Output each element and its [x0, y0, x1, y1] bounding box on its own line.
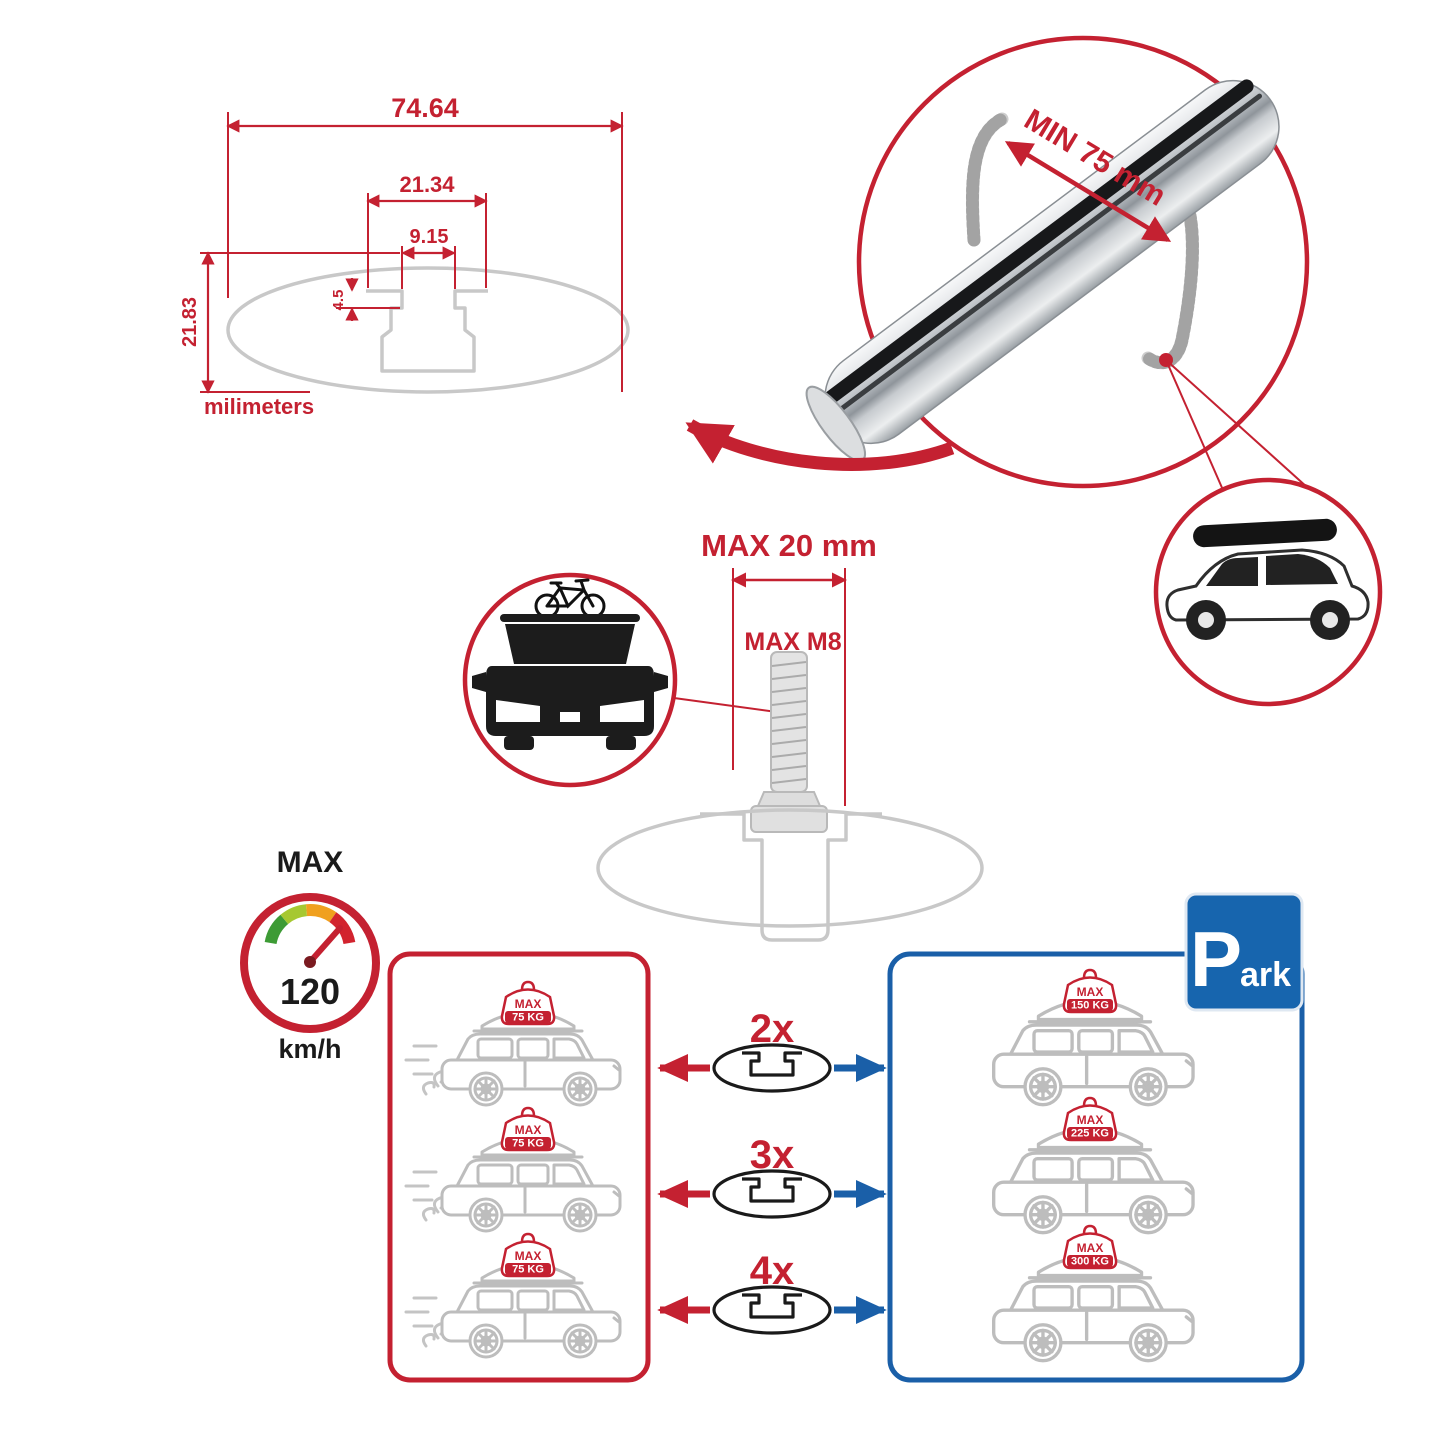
- roof-load-badge: MAX 300 KG: [1062, 1224, 1118, 1270]
- badge-load-label: 225 KG: [1071, 1128, 1109, 1140]
- badge-max-label: MAX: [1077, 1113, 1104, 1127]
- clamp-rod-left: [965, 112, 1009, 247]
- channel-width-dimension: 21.34: [399, 172, 455, 197]
- total-height-dimension: 21.83: [179, 297, 201, 347]
- car-front-icon: [472, 614, 668, 750]
- gauge-needle: [307, 925, 343, 965]
- badge-load-label: 75 KG: [512, 1012, 544, 1024]
- leader-line: [1165, 359, 1309, 489]
- speed-unit: km/h: [278, 1034, 341, 1064]
- t-bolt-drawing: [750, 651, 828, 833]
- gauge-pivot: [304, 956, 316, 968]
- badge-max-label: MAX: [1077, 985, 1104, 999]
- units-label: milimeters: [204, 394, 314, 419]
- multiplier-row-1: 2x: [657, 1007, 887, 1093]
- bike-car-inset: [462, 572, 678, 788]
- suv-side-icon: [1165, 548, 1370, 640]
- profile-with-bolt-outline: [596, 808, 984, 942]
- crossbar-section-icon: [712, 1285, 832, 1335]
- driving-load-panel: MAX 75 KG MAX 75 KG MAX 75 KG: [387, 951, 651, 1383]
- bolt-diagram: MAX 20 mm MAX M8: [596, 528, 984, 942]
- roof-load-badge: MAX 75 KG: [500, 1232, 556, 1278]
- total-width-dimension: 74.64: [391, 93, 459, 123]
- curved-arrow-to-drawing: [685, 419, 955, 471]
- dimension-lines: [200, 112, 624, 394]
- badge-load-label: 75 KG: [512, 1138, 544, 1150]
- crossbar-section-icon: [712, 1043, 832, 1093]
- badge-load-label: 150 KG: [1071, 1000, 1109, 1012]
- roof-box-icon: [1193, 518, 1337, 548]
- badge-max-label: MAX: [515, 1249, 542, 1263]
- roof-load-badge: MAX 75 KG: [500, 980, 556, 1026]
- slot-width-dimension: 9.15: [410, 226, 449, 248]
- parked-load-panel: MAX 150 KG MAX 225 KG MAX 300 KG P ark: [887, 892, 1305, 1383]
- crossbar-section-icon: [712, 1169, 832, 1219]
- roofbox-car-inset: [1153, 477, 1383, 707]
- cross-section-dimension-drawing: 74.64 21.34 9.15 4.5 21.83 milimeters: [179, 93, 630, 419]
- crossbar-profile-outline: [226, 266, 630, 394]
- max-length-label: MAX 20 mm: [701, 528, 877, 563]
- roof-load-badge: MAX 150 KG: [1062, 968, 1118, 1014]
- speed-value: 120: [280, 971, 340, 1012]
- roof-load-badge: MAX 225 KG: [1062, 1096, 1118, 1142]
- car-leader-line: [673, 697, 785, 714]
- badge-max-label: MAX: [1077, 1241, 1104, 1255]
- badge-load-label: 300 KG: [1071, 1256, 1109, 1268]
- slot-depth-dimension: 4.5: [330, 290, 347, 311]
- crossbar-clamp-inset: MIN 75 mm: [685, 35, 1310, 491]
- leader-line: [1165, 359, 1224, 491]
- multiplier-row-3: 4x: [657, 1249, 887, 1335]
- parking-sign-letter: P: [1190, 915, 1242, 1003]
- min-grip-arrow: [1004, 141, 1172, 242]
- bike-icon: [534, 578, 606, 619]
- parking-sign-suffix: ark: [1240, 956, 1291, 994]
- gauge-arc: [264, 904, 356, 945]
- roof-load-badge: MAX 75 KG: [500, 1106, 556, 1152]
- bolt-dimension-lines: [730, 568, 848, 806]
- badge-max-label: MAX: [515, 997, 542, 1011]
- badge-max-label: MAX: [515, 1123, 542, 1137]
- badge-load-label: 75 KG: [512, 1264, 544, 1276]
- multiplier-row-2: 3x: [657, 1133, 887, 1219]
- parking-sign: P ark: [1184, 892, 1304, 1012]
- speed-limit-gauge: MAX 120 km/h: [240, 846, 380, 1064]
- speed-max-heading: MAX: [277, 846, 344, 879]
